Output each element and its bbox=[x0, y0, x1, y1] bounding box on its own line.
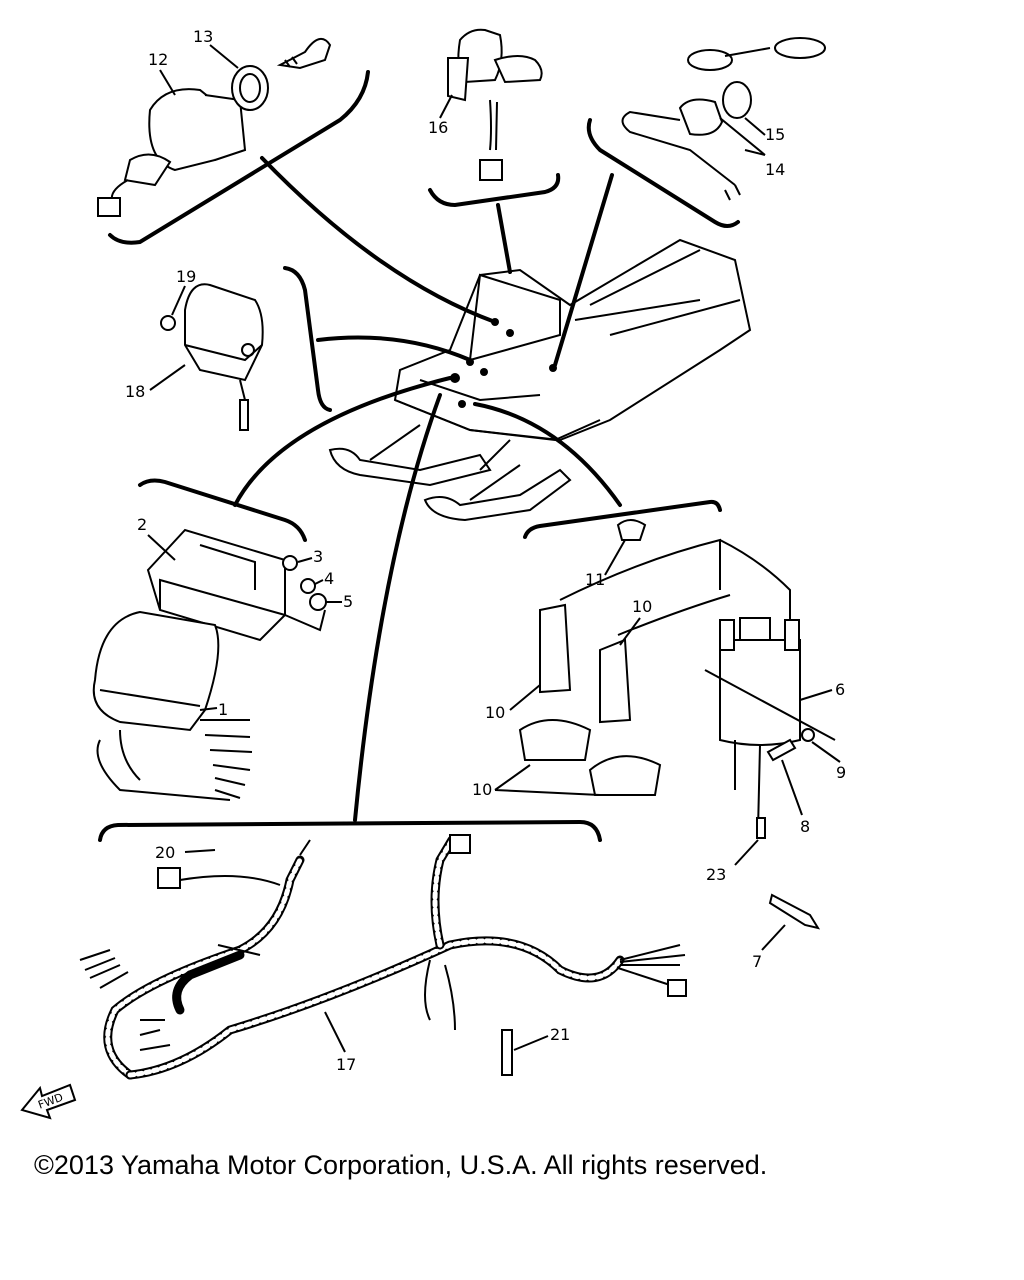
label-16: 15 bbox=[765, 125, 785, 144]
label-12: 11 bbox=[585, 570, 605, 589]
label-1: 1 bbox=[218, 700, 228, 719]
label-11: 10 bbox=[472, 780, 492, 799]
label-10a: 10 bbox=[485, 703, 505, 722]
group-brackets bbox=[98, 70, 740, 842]
label-23: 23 bbox=[706, 865, 726, 884]
screw-washer-parts-8-9 bbox=[766, 728, 815, 762]
fwd-arrow-icon: FWD bbox=[20, 1083, 77, 1120]
regulator-part-19 bbox=[160, 283, 264, 431]
label-20: 19 bbox=[176, 267, 196, 286]
label-13: 12 bbox=[148, 50, 168, 69]
copyright-text: ©2013 Yamaha Motor Corporation, U.S.A. A… bbox=[34, 1150, 768, 1180]
switch-ring-part-14 bbox=[231, 37, 332, 111]
relay-part-17 bbox=[447, 28, 543, 181]
label-17: 16 bbox=[428, 118, 448, 137]
label-10b: 10 bbox=[632, 597, 652, 616]
label-22: 21 bbox=[550, 1025, 570, 1044]
label-18: 17 bbox=[336, 1055, 356, 1074]
fuse-part-7 bbox=[768, 893, 821, 930]
clamp-part-12 bbox=[616, 519, 647, 541]
callout-lines bbox=[233, 156, 622, 822]
callout-numbers: 12 13 16 15 14 19 18 2 3 4 5 1 11 10 6 1… bbox=[125, 27, 846, 1074]
label-21: 20 bbox=[155, 843, 175, 862]
label-19: 18 bbox=[125, 382, 145, 401]
label-8: 8 bbox=[800, 817, 810, 836]
snowmobile-body bbox=[328, 238, 752, 522]
label-15: 14 bbox=[765, 160, 785, 179]
connector-part-23 bbox=[756, 817, 766, 839]
choke-part-15 bbox=[621, 37, 826, 201]
label-3: 3 bbox=[313, 547, 323, 566]
label-9: 9 bbox=[836, 763, 846, 782]
label-14: 13 bbox=[193, 27, 213, 46]
label-5: 5 bbox=[343, 592, 353, 611]
ignition-coil-part-6 bbox=[704, 617, 836, 831]
parts-diagram: FWD 12 13 16 15 14 19 18 2 3 4 5 1 11 10… bbox=[20, 27, 846, 1120]
label-4: 4 bbox=[324, 569, 334, 588]
label-2: 2 bbox=[137, 515, 147, 534]
bolt-washer-nut-parts-3-4-5 bbox=[282, 555, 327, 632]
cdi-unit-parts-1-2 bbox=[92, 528, 286, 801]
boots-part-11 bbox=[518, 719, 662, 796]
label-7: 7 bbox=[752, 952, 762, 971]
label-6: 6 bbox=[835, 680, 845, 699]
plug-caps-part-10 bbox=[539, 538, 791, 724]
main-switch-part-13 bbox=[97, 88, 247, 217]
wire-harness-part-18 bbox=[79, 834, 687, 1080]
